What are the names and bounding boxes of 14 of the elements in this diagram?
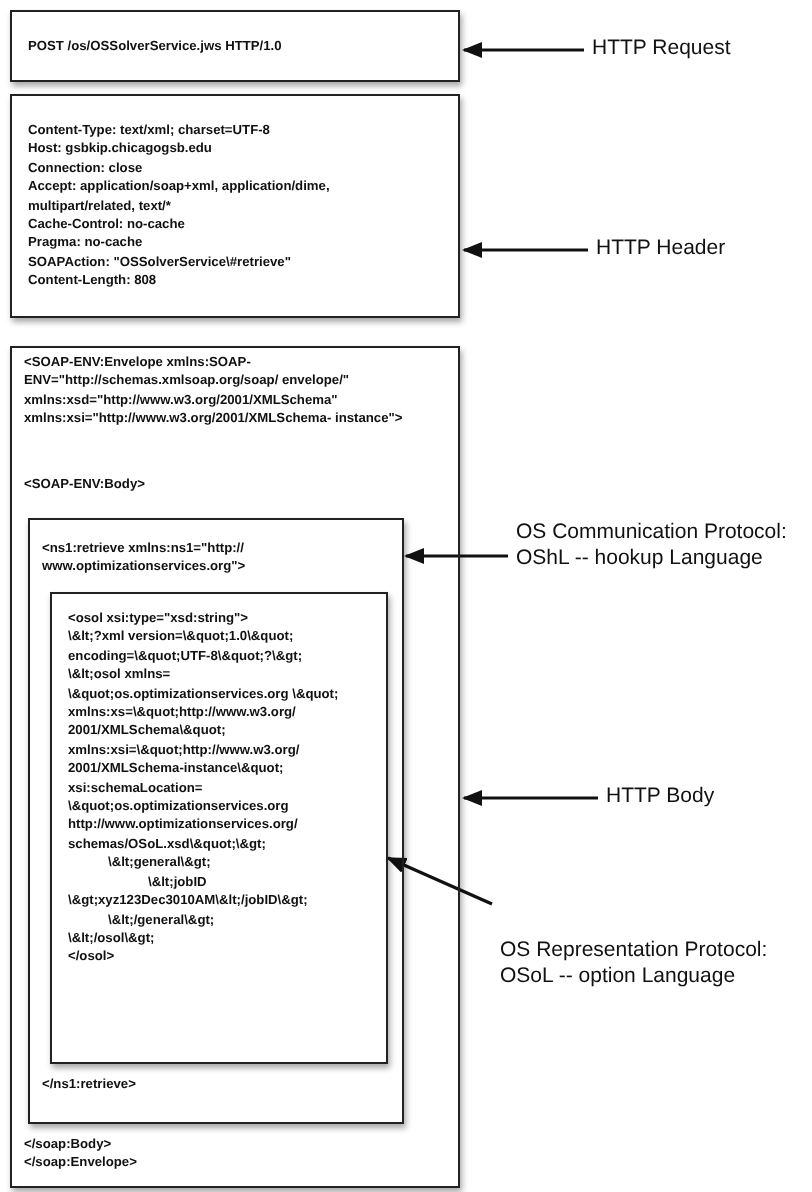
- body-box: [10, 346, 460, 1188]
- arrow: [462, 790, 598, 806]
- osol-box: [50, 592, 388, 1064]
- header-box: [10, 94, 460, 318]
- arrow: [462, 42, 584, 58]
- annotation-label: HTTP Request: [592, 36, 802, 61]
- arrow: [404, 548, 508, 564]
- retrieve-box: [28, 518, 404, 1124]
- arrow: [462, 242, 588, 258]
- annotation-label: OS Communication Protocol: OShL -- hookup Language: [516, 520, 808, 570]
- arrow: [386, 856, 493, 906]
- annotation-label: HTTP Header: [596, 236, 806, 261]
- annotation-label: OS Representation Protocol: OSoL -- option Language: [500, 938, 808, 988]
- annotation-label: HTTP Body: [606, 784, 806, 809]
